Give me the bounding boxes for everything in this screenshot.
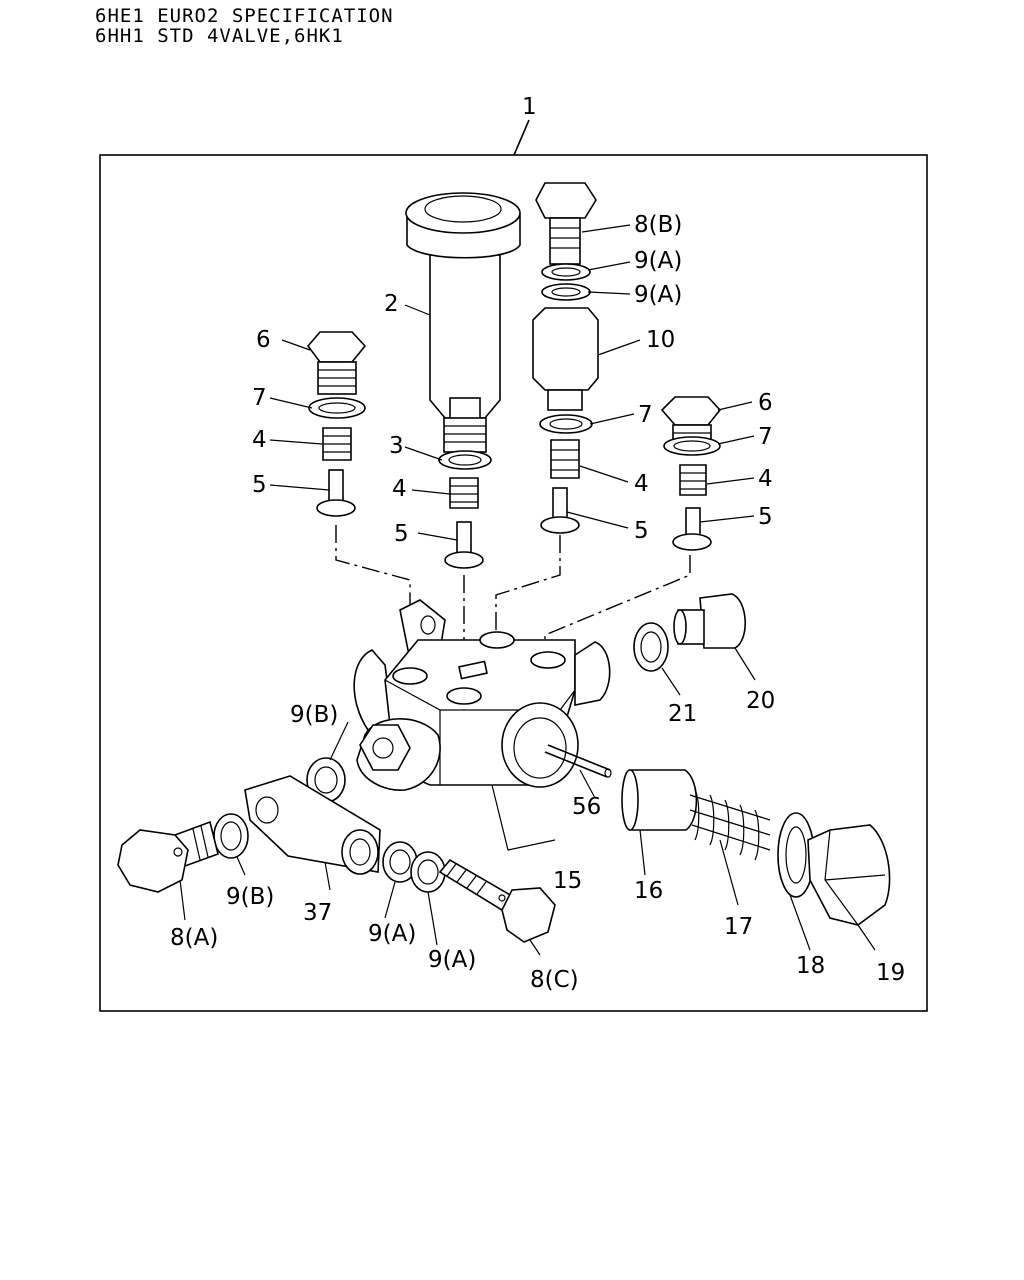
leader-lines [179, 224, 876, 956]
callout-7-center: 7 [638, 402, 653, 428]
callout-7-left: 7 [252, 385, 267, 411]
callout-37: 37 [303, 900, 332, 926]
callout-8b: 8(B) [634, 212, 682, 238]
left-valve-stack [306, 331, 367, 517]
callout-5-left: 5 [252, 472, 267, 498]
banjo-assembly-right [382, 841, 556, 943]
callout-17: 17 [724, 914, 753, 940]
callout-4-center: 4 [392, 476, 407, 502]
callout-8a: 8(A) [170, 925, 218, 951]
callout-4-right: 4 [758, 466, 773, 492]
callout-9b-top: 9(B) [290, 702, 338, 728]
valve-cap-assembly [621, 769, 891, 926]
callout-15: 15 [553, 868, 582, 894]
callout-9a-bottom2: 9(A) [428, 947, 476, 973]
callout-5-centerright: 5 [634, 518, 649, 544]
callout-7-right: 7 [758, 424, 773, 450]
callout-4-left: 4 [252, 427, 267, 453]
callout-9a-bottom1: 9(A) [368, 921, 416, 947]
callout-19: 19 [876, 960, 905, 986]
callout-9b-bottom: 9(B) [226, 884, 274, 910]
callout-10: 10 [646, 327, 675, 353]
callout-3: 3 [389, 433, 404, 459]
callout-20: 20 [746, 688, 775, 714]
callout-1: 1 [522, 94, 537, 120]
right-center-stack [532, 182, 599, 534]
washer-3 [438, 450, 492, 470]
center-valve-stack [444, 477, 484, 569]
callout-16: 16 [634, 878, 663, 904]
callout-6-left: 6 [256, 327, 271, 353]
callout-8c: 8(C) [530, 967, 579, 993]
callout-5-center: 5 [394, 521, 409, 547]
callout-21: 21 [668, 701, 697, 727]
header-line-1: 6HE1 EURO2 SPECIFICATION [95, 5, 394, 27]
callout-9a-top2: 9(A) [634, 282, 682, 308]
diagram-frame [99, 154, 928, 1012]
banjo-assembly-left [117, 757, 381, 893]
callout-56: 56 [572, 794, 601, 820]
header-line-2: 6HH1 STD 4VALVE,6HK1 [95, 25, 344, 47]
pump-body [353, 599, 612, 791]
priming-pump [405, 192, 521, 453]
callout-labels: 1 2 3 6 7 4 5 4 5 8(B) 9(A) 9(A) 10 7 4 … [170, 94, 905, 993]
callout-18: 18 [796, 953, 825, 979]
callout-4-centerright: 4 [634, 471, 649, 497]
callout-5-right: 5 [758, 504, 773, 530]
callout-2: 2 [384, 291, 399, 317]
right-valve-stack [660, 396, 722, 551]
callout-6-right: 6 [758, 390, 773, 416]
callout-9a-top1: 9(A) [634, 248, 682, 274]
plug-20-21 [633, 593, 746, 672]
